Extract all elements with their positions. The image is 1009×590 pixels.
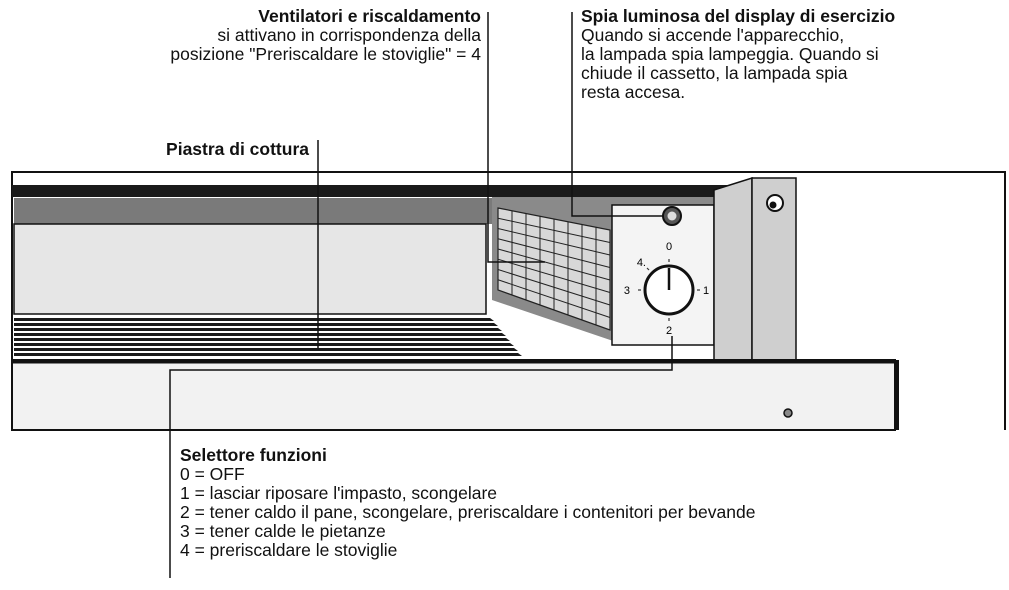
selector-option: 1 = lasciar riposare l'impasto, scongela… xyxy=(180,483,498,503)
selector-option: 3 = tener calde le pietanze xyxy=(180,521,386,541)
selector-option: 2 = tener caldo il pane, scongelare, pre… xyxy=(180,502,756,522)
hotplate-surface xyxy=(14,318,522,356)
callout-indicator: Spia luminosa del display di esercizio Q… xyxy=(581,7,895,102)
leader-indicator xyxy=(571,12,663,217)
selector-option: 4 = preriscaldare le stoviglie xyxy=(180,540,398,560)
indicator-lamp-glass xyxy=(667,211,677,221)
callout-indicator-line: chiude il cassetto, la lampada spia xyxy=(581,63,848,83)
top-rail xyxy=(12,185,742,197)
drawer-screw xyxy=(783,408,793,418)
callout-fans-line: si attivano in corrispondenza della xyxy=(217,25,481,45)
callout-indicator-line: resta accesa. xyxy=(581,82,686,102)
knob-mark-1: 1 xyxy=(703,285,709,297)
callout-hotplate-title: Piastra di cottura xyxy=(166,139,309,159)
callout-hotplate: Piastra di cottura xyxy=(166,140,309,159)
drawer-front-shadow xyxy=(895,360,899,430)
leader-lines xyxy=(169,12,673,578)
knob-mark-2: 2 xyxy=(666,325,672,337)
knob-mark-0: 0 xyxy=(666,241,672,253)
leader-selector xyxy=(169,336,673,578)
callout-fans-title: Ventilatori e riscaldamento xyxy=(258,6,481,26)
callout-fans-line: posizione "Preriscaldare le stoviglie" =… xyxy=(170,44,481,64)
selector-tick-marks xyxy=(638,259,700,321)
callout-selector: Selettore funzioni 0 = OFF 1 = lasciar r… xyxy=(180,446,755,560)
callout-indicator-line: Quando si accende l'apparecchio, xyxy=(581,25,845,45)
knob-mark-3: 3 xyxy=(624,285,630,297)
callout-fans: Ventilatori e riscaldamento si attivano … xyxy=(170,7,481,64)
drawer-inner-panel xyxy=(13,223,487,315)
hinge-screw-inner xyxy=(769,201,777,209)
callout-indicator-line: la lampada spia lampeggia. Quando si xyxy=(581,44,879,64)
side-frame xyxy=(713,176,797,363)
knob-mark-4: 4. xyxy=(637,257,646,269)
callout-indicator-title: Spia luminosa del display di esercizio xyxy=(581,6,896,26)
vent-grille-lines xyxy=(497,208,611,330)
upper-panel xyxy=(14,198,492,224)
selector-option: 0 = OFF xyxy=(180,464,245,484)
leader-fans xyxy=(487,12,545,263)
callout-selector-title: Selettore funzioni xyxy=(180,445,327,465)
cabinet-frame xyxy=(11,171,1006,430)
